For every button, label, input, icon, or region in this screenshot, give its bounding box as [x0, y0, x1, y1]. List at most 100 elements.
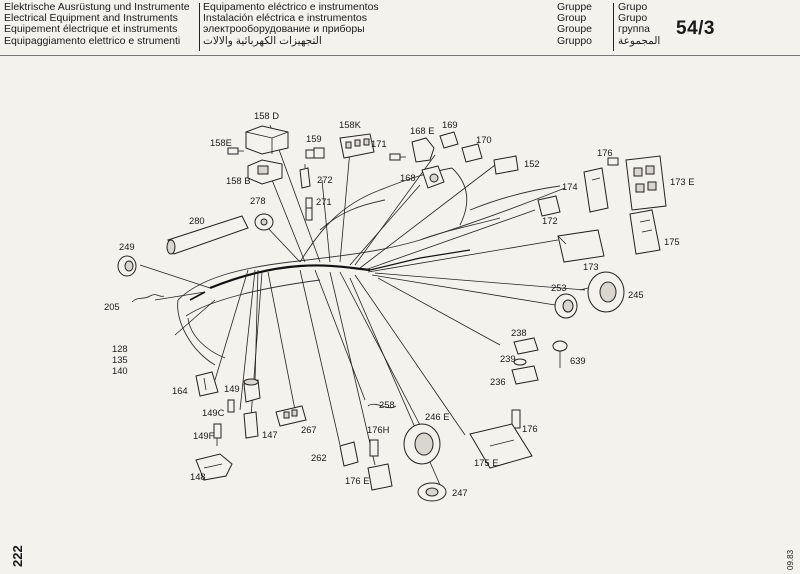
part-639[interactable] — [552, 340, 568, 368]
callout-175: 175 — [664, 236, 680, 247]
part-168[interactable] — [421, 165, 445, 189]
part-239[interactable] — [513, 358, 527, 366]
callout-172: 172 — [542, 215, 558, 226]
part-238[interactable] — [513, 337, 539, 355]
part-253[interactable] — [554, 293, 578, 319]
part-262[interactable] — [339, 441, 359, 467]
callout-278: 278 — [250, 195, 266, 206]
part-164[interactable] — [195, 371, 219, 397]
part-171[interactable] — [389, 153, 406, 161]
title-de: Elektrische Ausrüstung und Instrumente — [4, 1, 190, 13]
callout-236: 236 — [490, 376, 506, 387]
part-280[interactable] — [166, 215, 249, 255]
group-label-it: Gruppo — [557, 34, 593, 47]
callout-152: 152 — [524, 158, 540, 169]
part-148[interactable] — [195, 453, 233, 481]
callout-253: 253 — [551, 282, 567, 293]
part-169[interactable] — [439, 131, 459, 149]
callout-168: 168 — [400, 172, 416, 183]
part-176e[interactable] — [367, 463, 393, 491]
part-278[interactable] — [254, 213, 274, 231]
part-172[interactable] — [537, 195, 561, 217]
part-176-right[interactable] — [511, 409, 521, 429]
part-205[interactable] — [131, 294, 165, 303]
part-236[interactable] — [511, 365, 539, 385]
callout-170: 170 — [476, 134, 492, 145]
header-divider — [199, 3, 200, 51]
callout-171: 171 — [371, 138, 387, 149]
part-271[interactable] — [305, 197, 313, 221]
callout-639: 639 — [570, 355, 586, 366]
callout-168e: 168 E — [410, 125, 435, 136]
callout-128: 128 — [112, 343, 128, 354]
part-149c[interactable] — [227, 399, 235, 413]
callout-246e: 246 E — [425, 411, 450, 422]
callout-159: 159 — [306, 133, 322, 144]
callout-148: 148 — [190, 471, 206, 482]
title-es: Instalación eléctrica e instrumentos — [203, 12, 367, 25]
part-158e[interactable] — [227, 147, 244, 155]
callout-135: 135 — [112, 354, 128, 365]
part-173e[interactable] — [625, 155, 667, 211]
part-258[interactable] — [367, 403, 397, 409]
callout-247: 247 — [452, 487, 468, 498]
part-159[interactable] — [305, 147, 325, 159]
title-fr: Equipement électrique et instruments — [4, 23, 178, 36]
callout-176h: 176H — [367, 424, 389, 435]
title-it: Equipaggiamento elettrico e strumenti — [4, 34, 181, 47]
callout-158k: 158K — [339, 119, 362, 130]
part-170[interactable] — [461, 143, 483, 163]
callout-173e: 173 E — [670, 176, 695, 187]
part-272[interactable] — [299, 164, 311, 189]
callout-149: 149 — [224, 383, 240, 394]
callout-176-right: 176 — [522, 423, 538, 434]
group-number: 54/3 — [676, 18, 715, 39]
callout-249: 249 — [119, 241, 135, 252]
part-152[interactable] — [493, 155, 519, 175]
part-173[interactable] — [557, 229, 605, 263]
part-158b[interactable] — [247, 159, 283, 185]
callout-158d: 158 D — [254, 110, 279, 121]
group-labels-right: Grupo Grupo группа المجموعة — [618, 1, 661, 47]
callout-176-top: 176 — [597, 147, 613, 158]
callout-271: 271 — [316, 196, 332, 207]
part-175e[interactable] — [469, 423, 533, 469]
part-168e[interactable] — [411, 137, 435, 163]
header-rule — [0, 55, 800, 56]
part-callouts: 158 D 158E 158 B 159 272 271 158K 171 16… — [104, 110, 695, 498]
part-147[interactable] — [243, 411, 259, 439]
callout-173: 173 — [583, 261, 599, 272]
part-149[interactable] — [243, 378, 261, 403]
callout-175e: 175 E — [474, 457, 499, 468]
callout-174: 174 — [562, 181, 578, 192]
part-247[interactable] — [417, 482, 447, 502]
part-149f[interactable] — [213, 423, 222, 446]
callout-169: 169 — [442, 119, 458, 130]
title-ar: التجهيزات الكهربائية والالات — [203, 34, 322, 47]
group-labels-left: Gruppe Group Groupe Gruppo — [557, 1, 593, 47]
part-174[interactable] — [583, 167, 609, 213]
group-label-ar: المجموعة — [618, 34, 661, 47]
callout-280: 280 — [189, 215, 205, 226]
group-label-es: Grupo — [618, 12, 648, 25]
group-divider — [613, 3, 614, 51]
part-158d[interactable] — [245, 125, 289, 155]
callout-140: 140 — [112, 365, 128, 376]
part-249[interactable] — [117, 255, 137, 277]
callout-164: 164 — [172, 385, 188, 396]
part-245[interactable] — [579, 271, 625, 313]
print-date: 09.83 — [786, 549, 795, 570]
callout-176e: 176 E — [345, 475, 370, 486]
part-267[interactable] — [275, 405, 307, 427]
callout-272: 272 — [317, 174, 333, 185]
callout-158b: 158 B — [226, 175, 251, 186]
part-176-top[interactable] — [607, 157, 619, 166]
title-block-left: Elektrische Ausrüstung und Instrumente E… — [4, 1, 190, 47]
part-176h[interactable] — [369, 439, 379, 457]
part-246e[interactable] — [403, 423, 441, 465]
group-label-en: Group — [557, 12, 587, 25]
part-158k[interactable] — [339, 133, 375, 159]
part-175[interactable] — [629, 209, 661, 255]
callout-158e: 158E — [210, 137, 232, 148]
